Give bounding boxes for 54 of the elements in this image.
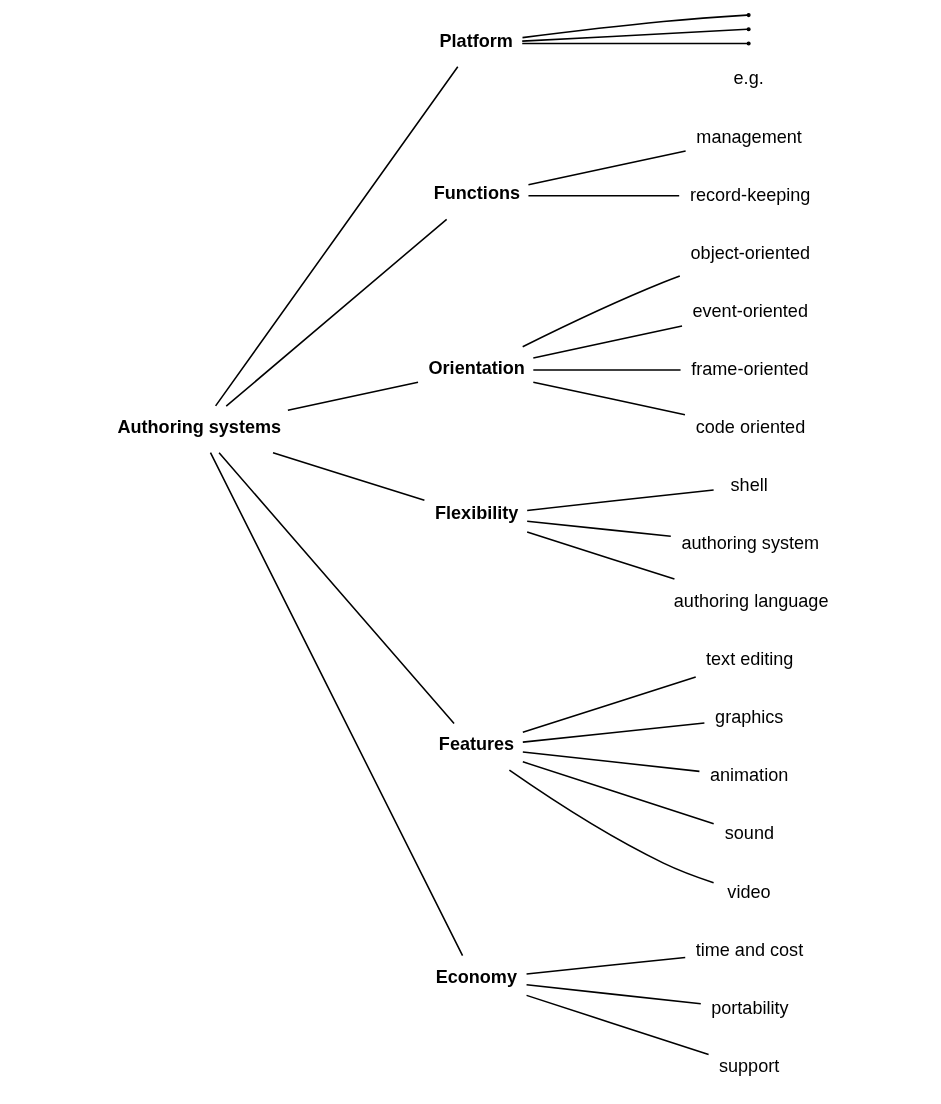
connector	[521, 14, 748, 39]
node-text: support	[718, 1055, 780, 1076]
connector	[526, 489, 715, 512]
node-text: frame-oriented	[691, 358, 809, 379]
node-text: record-keeping	[689, 184, 811, 205]
node-text: management	[696, 126, 802, 147]
node-text: Functions	[433, 183, 521, 204]
node-text: video	[727, 881, 771, 902]
connector	[525, 994, 710, 1056]
connector	[527, 150, 687, 186]
connector	[525, 983, 702, 1005]
node-text: Platform	[439, 30, 513, 51]
node-text: animation	[709, 765, 789, 786]
connector	[225, 218, 448, 407]
node-text: authoring system	[681, 533, 820, 554]
node-text: authoring language	[673, 591, 829, 612]
node-text: portability	[711, 997, 789, 1018]
connector	[508, 769, 715, 884]
connector	[522, 761, 715, 825]
connector	[522, 722, 706, 743]
connector	[532, 325, 683, 359]
node-text: Authoring systems	[117, 416, 282, 437]
connector	[521, 42, 749, 45]
connector	[218, 452, 455, 725]
connector	[526, 531, 676, 580]
connector	[532, 381, 686, 416]
node-point	[746, 13, 751, 18]
node-point	[746, 41, 751, 46]
connector	[522, 676, 697, 734]
node-text: code oriented	[695, 416, 806, 437]
connector	[287, 381, 419, 411]
node-text: text editing	[706, 649, 794, 670]
connector	[521, 28, 749, 42]
connector	[532, 369, 682, 371]
node-text: Features	[438, 734, 515, 755]
connector	[526, 520, 672, 538]
connector	[525, 956, 686, 975]
node-text: Flexibility	[435, 503, 519, 524]
node-text: time and cost	[695, 939, 804, 960]
node-text: event-oriented	[692, 300, 808, 321]
connector	[521, 275, 681, 348]
connector	[527, 195, 680, 197]
connector	[209, 451, 464, 957]
label: e.g.	[733, 68, 764, 89]
node-text: Orientation	[428, 357, 525, 378]
node-point	[746, 27, 751, 32]
node-text: sound	[724, 823, 774, 844]
node-text: shell	[730, 475, 768, 495]
connector	[214, 65, 459, 407]
node-text: Economy	[435, 966, 517, 987]
node-text: object-oriented	[690, 242, 811, 263]
connector	[272, 451, 426, 501]
node-text: graphics	[715, 707, 784, 728]
connector	[522, 751, 701, 773]
